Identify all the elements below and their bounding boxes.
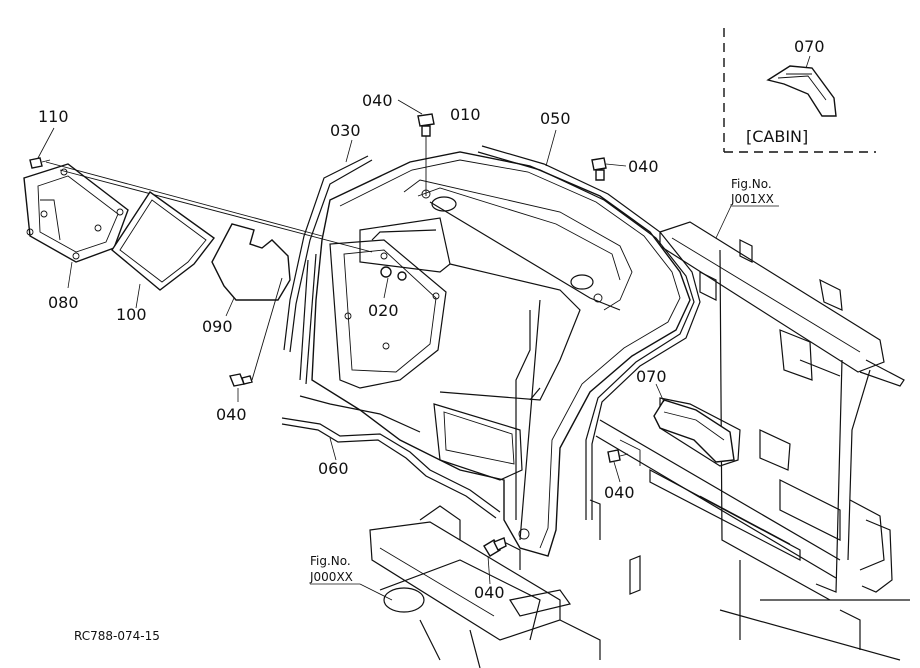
seal-060 bbox=[281, 395, 501, 519]
label-050: 050 bbox=[540, 109, 571, 128]
label-080: 080 bbox=[48, 293, 79, 312]
drawing-code: RC788-074-15 bbox=[74, 629, 160, 643]
seal-030 bbox=[283, 139, 373, 353]
gasket-100 bbox=[111, 191, 215, 309]
label-070-main: 070 bbox=[636, 367, 667, 386]
handle-070 bbox=[653, 383, 735, 463]
seal-050 bbox=[477, 129, 701, 520]
screw-110 bbox=[29, 127, 373, 253]
label-010: 010 bbox=[450, 105, 481, 124]
cabin-label: [CABIN] bbox=[746, 127, 808, 146]
label-020: 020 bbox=[368, 301, 399, 320]
figref-top-line1: Fig.No. bbox=[731, 177, 772, 191]
figref-bottom-line1: Fig.No. bbox=[310, 554, 351, 568]
bolt-040-right bbox=[591, 157, 627, 181]
label-090: 090 bbox=[202, 317, 233, 336]
label-040-bottom: 040 bbox=[474, 583, 505, 602]
label-060: 060 bbox=[318, 459, 349, 478]
label-070-cabin: 070 bbox=[794, 37, 825, 56]
label-030: 030 bbox=[330, 121, 361, 140]
label-040-left: 040 bbox=[216, 405, 247, 424]
label-110: 110 bbox=[38, 107, 69, 126]
floor-structure bbox=[369, 505, 601, 668]
figref-bottom: Fig.No. J000XX bbox=[309, 554, 393, 601]
seal-090 bbox=[211, 223, 291, 317]
label-100: 100 bbox=[116, 305, 147, 324]
label-040-mid: 040 bbox=[604, 483, 635, 502]
cabin-part-070-shape bbox=[766, 65, 837, 117]
bolt-040-left bbox=[229, 277, 283, 402]
figref-bottom-line2: J000XX bbox=[309, 570, 353, 584]
bolt-040-mid bbox=[607, 449, 629, 483]
frame-structure bbox=[589, 221, 910, 661]
label-040-right: 040 bbox=[628, 157, 659, 176]
bolt-040-bottom bbox=[483, 537, 507, 585]
grommet-020 bbox=[380, 266, 407, 299]
label-040-top: 040 bbox=[362, 91, 393, 110]
cabin-inset: 070 [CABIN] bbox=[723, 28, 876, 153]
cover-plate-080 bbox=[23, 163, 129, 289]
figref-top-line2: J001XX bbox=[730, 192, 774, 206]
bolt-040-top bbox=[397, 99, 435, 196]
main-panel-010 bbox=[299, 151, 691, 557]
figref-top: Fig.No. J001XX bbox=[715, 177, 779, 239]
